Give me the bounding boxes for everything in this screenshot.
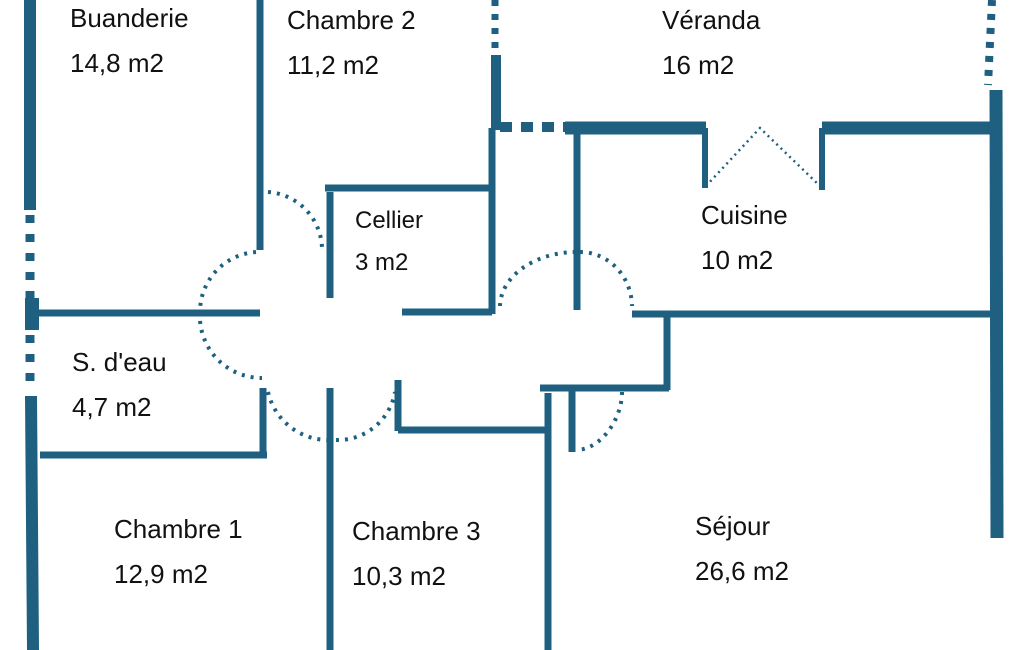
room-buanderie: Buanderie 14,8 m2 — [70, 0, 189, 86]
door-swing-hall — [498, 250, 576, 307]
room-name: S. d'eau — [72, 347, 167, 377]
room-chambre3: Chambre 3 10,3 m2 — [352, 509, 481, 599]
door-swing-veranda — [705, 126, 823, 189]
door-swing-buanderie — [197, 250, 257, 313]
window — [984, 0, 996, 86]
door-swing-sdeau — [197, 311, 263, 381]
room-name: Chambre 3 — [352, 516, 481, 546]
room-area: 10 m2 — [701, 245, 774, 275]
door-swing-chambre3 — [335, 391, 397, 443]
room-name: Séjour — [695, 511, 771, 541]
room-cuisine: Cuisine 10 m2 — [701, 193, 788, 283]
room-sdeau: S. d'eau 4,7 m2 — [72, 340, 167, 430]
room-area: 12,9 m2 — [114, 559, 208, 589]
room-name: Chambre 2 — [287, 5, 416, 35]
room-chambre2: Chambre 2 11,2 m2 — [287, 0, 416, 88]
room-name: Buanderie — [70, 3, 189, 33]
room-area: 4,7 m2 — [72, 392, 152, 422]
room-area: 3 m2 — [355, 249, 409, 276]
room-chambre1: Chambre 1 12,9 m2 — [114, 507, 243, 597]
room-area: 11,2 m2 — [287, 50, 380, 80]
room-name: Chambre 1 — [114, 514, 243, 544]
room-name: Cuisine — [701, 200, 788, 230]
door-swing-cuisine — [579, 250, 634, 307]
room-veranda: Véranda 16 m2 — [662, 0, 760, 88]
room-area: 26,6 m2 — [695, 556, 789, 586]
room-area: 16 m2 — [662, 50, 735, 80]
wall — [989, 89, 1004, 539]
door-swing-chambre2 — [267, 190, 324, 249]
door-swing-chambre1 — [266, 391, 329, 442]
room-area: 14,8 m2 — [70, 48, 164, 78]
room-cellier: Cellier 3 m2 — [355, 200, 423, 284]
room-name: Cellier — [355, 207, 424, 234]
wall — [25, 395, 39, 650]
room-name: Véranda — [662, 5, 761, 35]
door-swing-sejour — [575, 391, 624, 452]
room-sejour: Séjour 26,6 m2 — [695, 504, 789, 594]
room-area: 10,3 m2 — [352, 561, 446, 591]
